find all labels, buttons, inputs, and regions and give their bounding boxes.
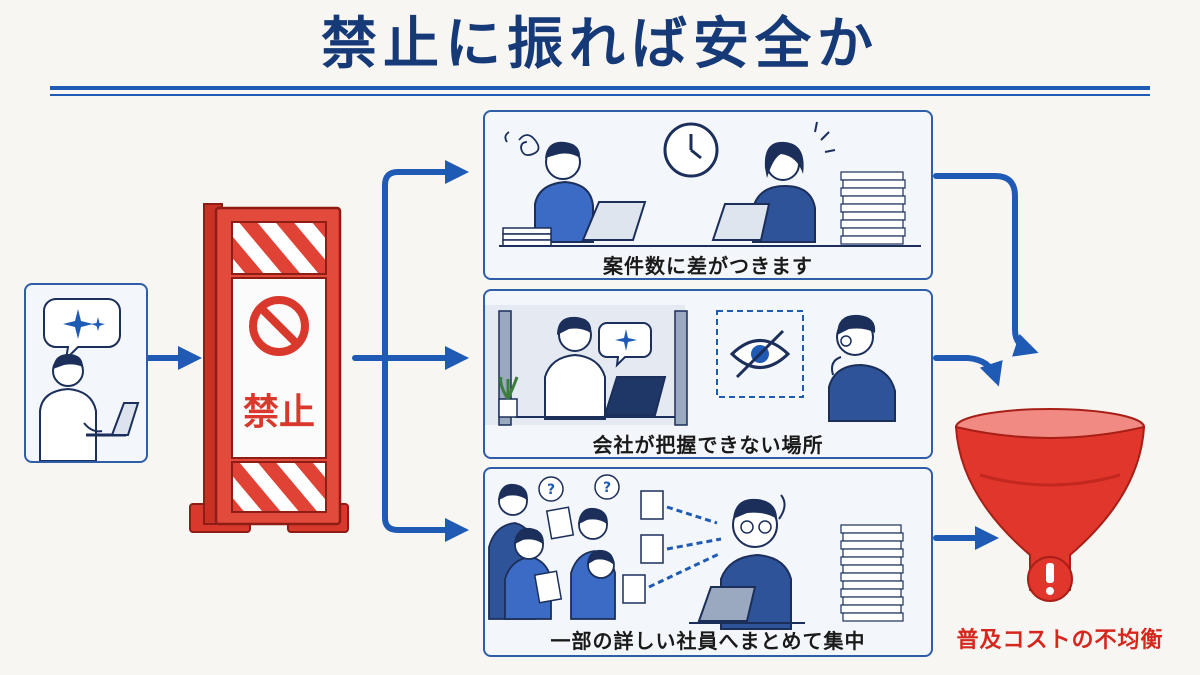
- arrow-panel-2-to-funnel: [936, 358, 996, 378]
- panel-unmanaged-place: 会社が把握できない場所: [483, 289, 933, 459]
- clock-icon: [665, 124, 717, 176]
- arrow-panel-1-to-funnel: [936, 176, 1030, 350]
- arrow-to-panel-1: [385, 172, 460, 358]
- document-stack: [841, 525, 903, 621]
- barrier-label: 禁止: [243, 392, 315, 433]
- exclamation-icon: [1028, 557, 1072, 601]
- panel-1-caption: 案件数に差がつきます: [485, 250, 931, 279]
- question-icon: ? ?: [539, 475, 619, 501]
- svg-text:?: ?: [603, 480, 611, 496]
- user-panel: [24, 283, 148, 463]
- funnel: [950, 405, 1170, 615]
- document-stack: [841, 172, 905, 244]
- prohibition-barrier: 禁止: [182, 198, 372, 543]
- arrow-to-panel-3: [385, 358, 460, 530]
- svg-text:?: ?: [547, 482, 555, 498]
- panel-case-count: 案件数に差がつきます: [483, 110, 933, 280]
- panel-concentration: ? ?: [483, 467, 933, 657]
- stress-swirl-icon: [505, 132, 538, 155]
- panel-3-caption: 一部の詳しい社員へまとめて集中: [485, 625, 931, 654]
- user-illustration: [26, 285, 146, 461]
- eye-slash-icon: [732, 331, 788, 377]
- panel-2-caption: 会社が把握できない場所: [485, 429, 931, 458]
- result-label: 普及コストの不均衡: [940, 622, 1180, 654]
